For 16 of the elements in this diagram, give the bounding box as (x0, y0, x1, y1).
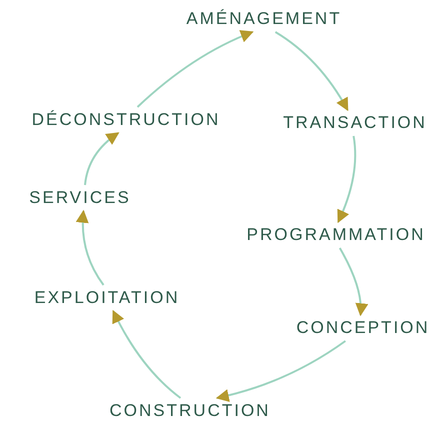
stage-label: EXPLOITATION (25, 287, 189, 309)
cycle-arrow (216, 340, 346, 402)
cycle-arrow (84, 132, 120, 186)
cycle-arrow (274, 31, 348, 112)
stage-label: PROGRAMMATION (237, 224, 435, 246)
stage-label: CONCEPTION (291, 317, 435, 339)
cycle-arrow (136, 30, 254, 108)
cycle-arrow (338, 248, 368, 316)
stage-label: TRANSACTION (276, 112, 434, 134)
cycle-arrow (112, 310, 182, 399)
stage-label: AMÉNAGEMENT (178, 8, 350, 30)
cycle-arrow (76, 210, 104, 286)
stage-label: SERVICES (25, 187, 135, 209)
stage-label: CONSTRUCTION (102, 400, 278, 422)
cycle-arrow (337, 136, 356, 224)
stage-label: DÉCONSTRUCTION (25, 109, 227, 131)
